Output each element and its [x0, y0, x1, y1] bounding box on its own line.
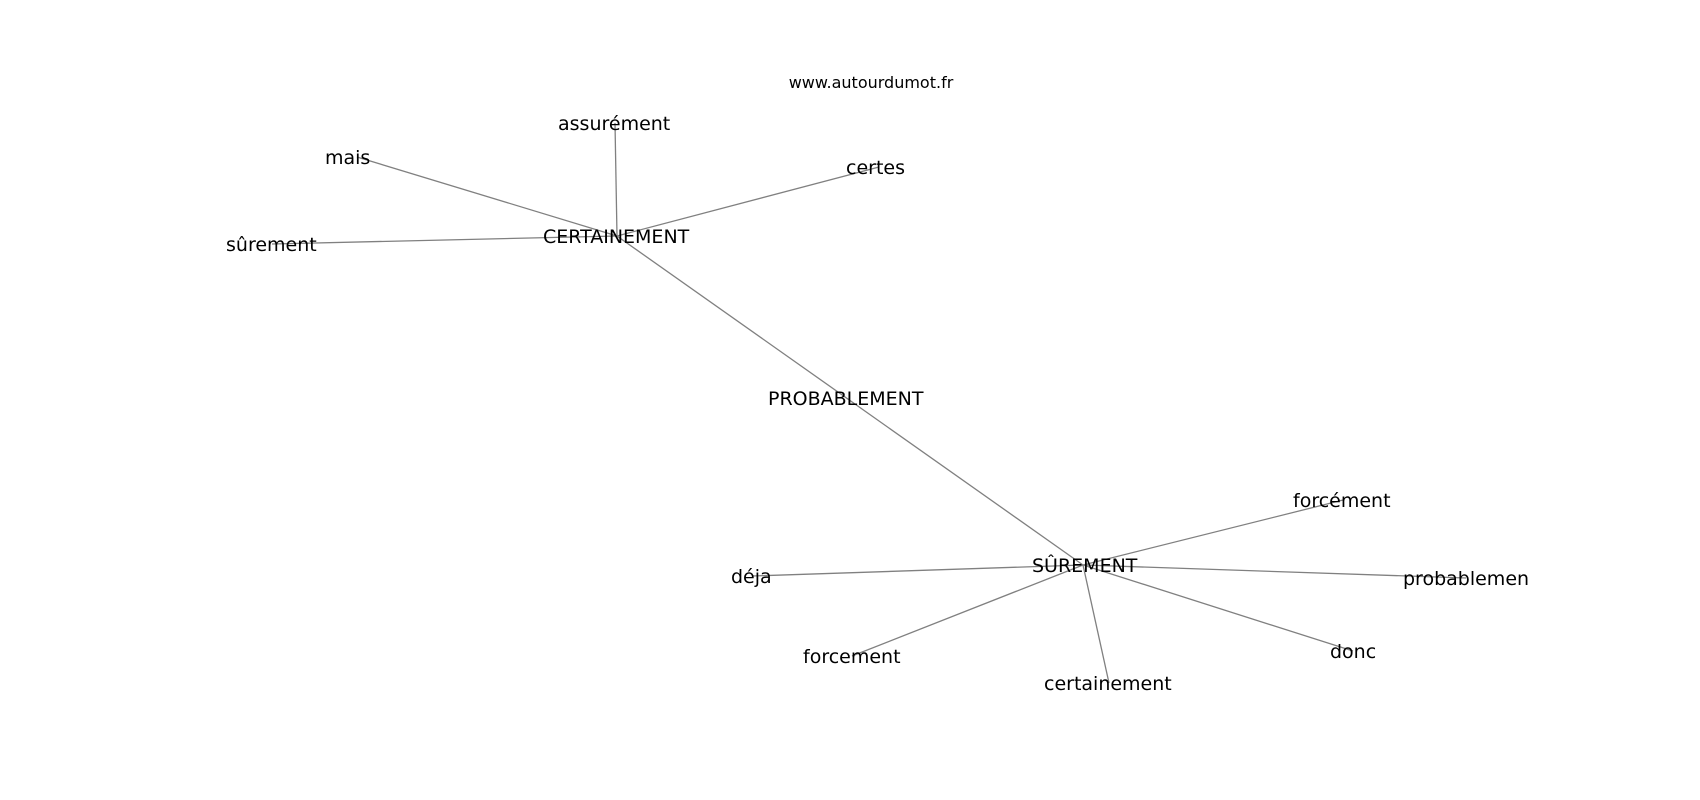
node-label-probablemen: probablemen: [1403, 568, 1529, 590]
edge-surement-hub-donc: [1082, 564, 1354, 652]
edge-certainement-surement-hub: [616, 235, 1084, 566]
node-label-forcement-acc: forcément: [1293, 490, 1391, 512]
node-label-surement-hub: SÛREMENT: [1032, 553, 1138, 577]
edge-surement-hub-probablemen: [1082, 564, 1467, 579]
edge-surement-hub-deja: [751, 564, 1084, 577]
node-label-surement: sûrement: [226, 234, 317, 256]
edge-surement-hub-forcement: [851, 564, 1084, 657]
edge-certainement-surement: [271, 235, 618, 245]
edge-layer: [271, 122, 1467, 684]
node-label-certainement: certainement: [1044, 673, 1172, 695]
edge-surement-hub-forcement-acc: [1082, 499, 1344, 566]
node-label-donc: donc: [1330, 641, 1376, 663]
node-label-mais: mais: [325, 147, 370, 169]
edge-certainement-mais: [356, 156, 618, 237]
node-layer: CERTAINEMENT PROBABLEMENT SÛREMENT assuréme…: [226, 113, 1529, 695]
node-label-probablement: PROBABLEMENT: [768, 388, 924, 410]
node-label-certainement: CERTAINEMENT: [543, 226, 690, 248]
node-label-certes: certes: [846, 157, 905, 179]
source-watermark: www.autourdumot.fr: [789, 73, 954, 92]
node-label-deja: déja: [731, 566, 772, 588]
edge-certainement-assurement: [614, 122, 618, 237]
edge-surement-hub-certainement: [1082, 564, 1110, 684]
node-label-assurement: assurément: [558, 113, 670, 135]
edge-certainement-certes: [616, 166, 880, 237]
node-label-forcement: forcement: [803, 646, 901, 668]
